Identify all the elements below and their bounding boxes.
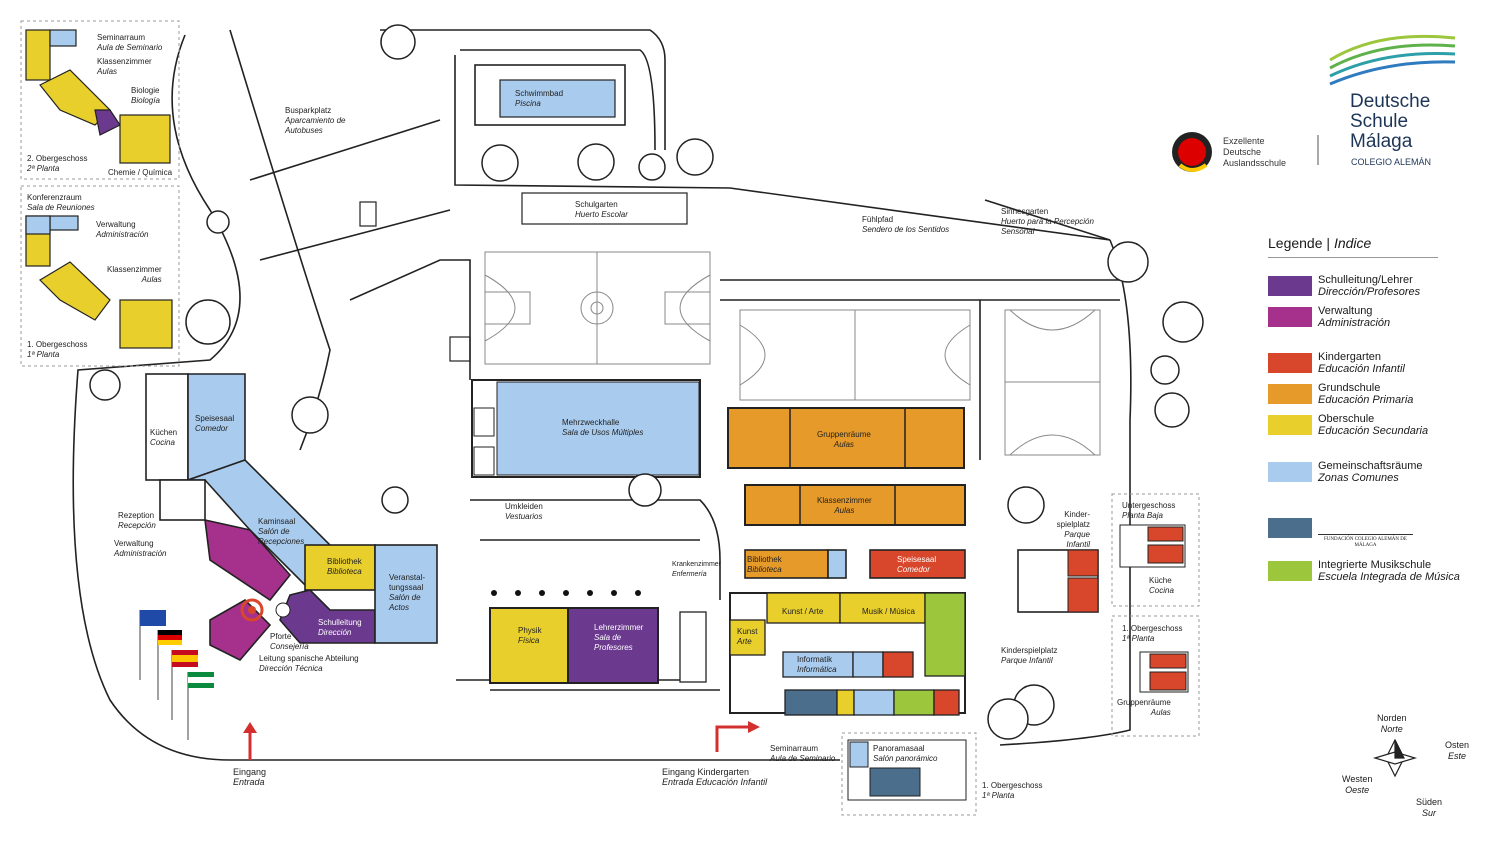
legend-swatch bbox=[1268, 384, 1312, 404]
inset-og1 bbox=[20, 185, 180, 367]
legend-swatch bbox=[1268, 415, 1312, 435]
mehrzweckhalle bbox=[496, 381, 700, 476]
legend-swatch bbox=[1268, 462, 1312, 482]
site-boundary-west bbox=[72, 34, 840, 761]
legend-swatch bbox=[1268, 307, 1312, 327]
legend-title: Legende | Indice bbox=[1268, 235, 1372, 251]
legend-swatch bbox=[1268, 561, 1312, 581]
klassenzimmer-building bbox=[744, 484, 966, 526]
flags bbox=[139, 610, 214, 740]
legend-swatch bbox=[1268, 518, 1312, 538]
trees bbox=[89, 24, 1204, 740]
seal-text: Exzellente Deutsche Auslandsschule bbox=[1223, 136, 1287, 168]
inset-og1-kindergarten bbox=[1111, 615, 1200, 737]
inset-untergeschoss bbox=[1111, 493, 1200, 607]
pool bbox=[499, 79, 616, 118]
kindergarten-entrance-arrow-icon bbox=[748, 721, 760, 733]
compass-icon bbox=[1372, 738, 1418, 778]
basketball-court bbox=[484, 251, 711, 365]
legend-swatch bbox=[1268, 353, 1312, 373]
label-musik: Musik / Música bbox=[862, 607, 915, 616]
lehrerzimmer-room bbox=[567, 607, 659, 684]
label-chemie: Chemie / Química bbox=[108, 168, 173, 177]
foundation-logo: FUNDACIÓN COLEGIO ALEMÁN DE MÁLAGA bbox=[1318, 520, 1413, 549]
legend-swatch bbox=[1268, 276, 1312, 296]
school-logo-icon bbox=[1329, 34, 1456, 86]
sport-courts bbox=[739, 309, 1101, 456]
inset-og2 bbox=[20, 20, 180, 180]
school-name: Deutsche Schule Málaga bbox=[1350, 91, 1431, 152]
site-boundary-north bbox=[454, 55, 1111, 241]
reception-marker-icon bbox=[240, 598, 264, 622]
label-kunst1: Kunst / Arte bbox=[782, 607, 824, 616]
inset-panorama bbox=[841, 732, 977, 816]
entrance-arrow-icon bbox=[243, 722, 257, 733]
speisesaal-kindergarten bbox=[869, 549, 966, 579]
gruppenraeume-building bbox=[727, 407, 965, 469]
physik-room bbox=[489, 607, 569, 684]
legend: Legende | Indice bbox=[1268, 235, 1468, 258]
school-subtitle: COLEGIO ALEMÁN bbox=[1351, 157, 1432, 167]
